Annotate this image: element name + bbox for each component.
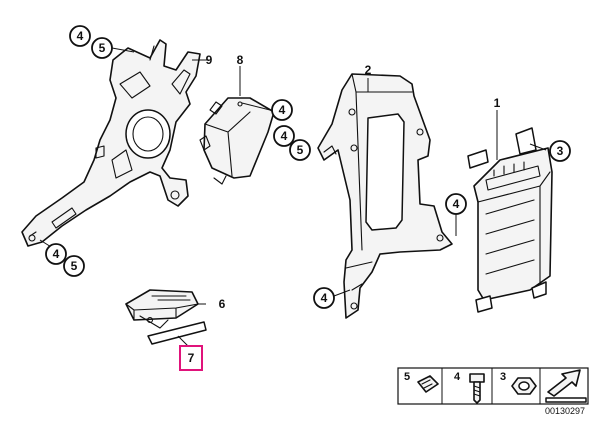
legend-item-4[interactable]: 4 (454, 371, 485, 404)
svg-text:5: 5 (71, 259, 78, 273)
module-part-8[interactable] (199, 97, 275, 185)
label-2: 2 (365, 63, 372, 77)
svg-text:3: 3 (500, 371, 506, 383)
callout-4-module8[interactable]: 4 (271, 99, 293, 121)
label-6: 6 (219, 297, 226, 311)
pad-part-7[interactable] (147, 321, 207, 345)
svg-text:7: 7 (188, 351, 195, 365)
svg-text:4: 4 (454, 371, 461, 383)
label-8: 8 (237, 53, 244, 67)
label-9: 9 (206, 53, 213, 67)
svg-text:4: 4 (279, 103, 286, 117)
svg-text:5: 5 (297, 143, 304, 157)
control-unit-part-1[interactable] (467, 127, 553, 313)
callout-4-top[interactable]: 4 (69, 25, 91, 47)
svg-text:5: 5 (99, 41, 106, 55)
callout-4-bottom[interactable]: 4 (313, 287, 335, 309)
svg-text:3: 3 (557, 144, 564, 158)
diagram-id: 00130297 (545, 406, 585, 416)
svg-text:4: 4 (453, 197, 460, 211)
callout-5-left[interactable]: 5 (63, 255, 85, 277)
module-part-6[interactable] (125, 289, 199, 329)
fastener-legend: 5 4 3 (397, 367, 589, 405)
svg-text:5: 5 (404, 371, 410, 383)
callout-4-mid[interactable]: 4 (273, 125, 295, 147)
svg-text:4: 4 (53, 247, 60, 261)
clip-nut-icon (417, 375, 439, 393)
svg-text:4: 4 (77, 29, 84, 43)
callout-7-highlighted[interactable]: 7 (179, 345, 203, 371)
legend-item-3[interactable]: 3 (500, 371, 537, 395)
screw-icon (469, 373, 485, 404)
callout-3[interactable]: 3 (549, 140, 571, 162)
bracket-arrow-icon (545, 369, 587, 403)
legend-item-5[interactable]: 5 (404, 371, 439, 393)
label-1: 1 (494, 96, 501, 110)
bracket-part-2[interactable] (317, 73, 453, 319)
callout-5-mid[interactable]: 5 (289, 139, 311, 161)
svg-text:4: 4 (321, 291, 328, 305)
svg-text:4: 4 (281, 129, 288, 143)
hex-nut-icon (511, 377, 537, 395)
callout-5-top[interactable]: 5 (91, 37, 113, 59)
callout-4-right[interactable]: 4 (445, 193, 467, 215)
bracket-part-9[interactable] (21, 39, 201, 247)
callout-4-left[interactable]: 4 (45, 243, 67, 265)
